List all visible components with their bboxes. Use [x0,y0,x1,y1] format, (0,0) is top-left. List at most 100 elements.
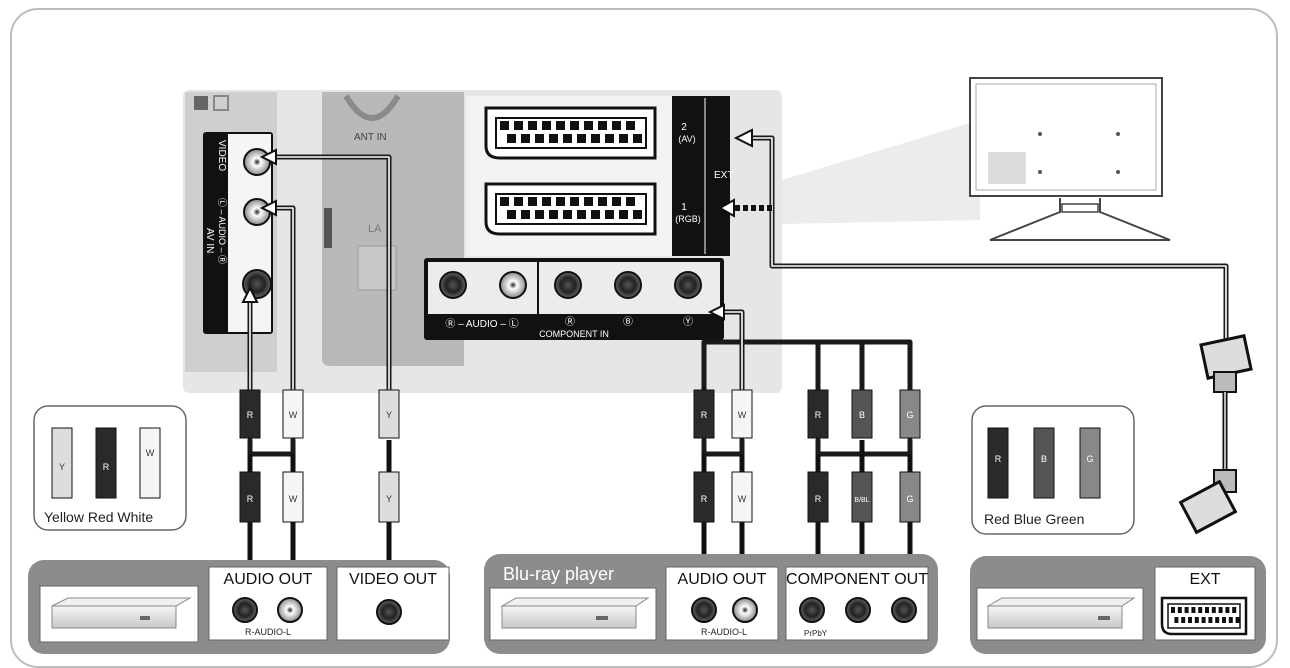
plug-av-white-low: W [282,471,304,523]
plug-comp-pb: B [851,389,873,439]
upper-plug-row: R W Y R W R B G [239,389,921,439]
scart-pin [626,197,635,206]
scart-pin [1222,617,1226,623]
legend-plug-y: Y [59,462,65,472]
scart-pin [591,134,600,143]
plug-av-red: R [239,389,261,439]
scart-pin [612,197,621,206]
scart-pin [563,134,572,143]
legend-plug-g: G [1086,454,1093,464]
device-left-audio-r-jack[interactable] [232,597,258,623]
plug-av-yellow-low: Y [378,471,400,523]
panel-detail [324,208,332,248]
component-pb-jack[interactable] [614,271,642,299]
tv-rear-panel: VIDEO AV IN Ⓛ – AUDIO – Ⓡ ANT IN LA EXT … [183,90,782,393]
scart-pin [570,197,579,206]
blu-ray-player-icon [501,605,637,629]
scart-pin [1232,607,1237,613]
device-middle: Blu-ray player D AUDIO OUT R-AUDIO-L COM… [484,554,938,654]
svg-text:R: R [815,494,822,504]
av-audio-l-jack[interactable] [243,198,271,226]
panel-detail [213,95,229,111]
device-middle-y-jack[interactable] [891,597,917,623]
device-middle-pb-jack[interactable] [845,597,871,623]
scart-pin [633,134,642,143]
scart-pin [556,121,565,130]
device-left-audio-out-label: AUDIO OUT [224,571,313,588]
scart-pin [612,121,621,130]
device-left-video-out-label: VIDEO OUT [349,571,437,588]
ext-column [672,96,730,256]
scart-plug-lower [1178,469,1238,535]
scart-pin [598,121,607,130]
av-splitter [247,437,296,457]
device-middle-audio-l-jack[interactable] [732,597,758,623]
component-in-label: COMPONENT IN [539,329,609,339]
scart-pin [535,134,544,143]
scart-2-label: (AV) [678,134,695,144]
device-right-ext-label: EXT [1189,571,1220,588]
scart-pin [556,197,565,206]
plug-comp-pr-low: R [807,471,829,523]
scart-pin [542,121,551,130]
dvd-player-icon [51,605,177,629]
scart-pin [549,134,558,143]
device-left-audio-out-box [208,566,328,641]
scart-2-connector[interactable] [484,106,657,160]
scart-pin [570,121,579,130]
device-right-scart-port[interactable] [1160,596,1248,636]
svg-text:B/BL: B/BL [854,497,869,504]
scart-pin [1188,617,1192,623]
scart-1-label: (RGB) [675,214,701,224]
component-audio-label: Ⓡ – AUDIO – Ⓛ [445,318,518,330]
component-pb-label: Ⓑ [623,316,633,328]
device-left-audio-l-jack[interactable] [277,597,303,623]
svg-text:R: R [247,410,254,420]
component-audio-splitter [701,437,745,457]
plug-comp-red-low: R [693,471,715,523]
scart-1-connector[interactable] [484,182,657,236]
component-pr-jack[interactable] [554,271,582,299]
component-bundle-top [701,339,913,393]
device-middle-audio-r-jack[interactable] [691,597,717,623]
svg-text:W: W [289,494,298,504]
scart-pin [521,210,530,219]
plug-av-white: W [282,389,304,439]
scart-pin [1228,617,1233,623]
scart-plug-upper [1199,334,1253,470]
svg-text:Y: Y [386,494,392,504]
scart-pin [528,197,537,206]
component-audio-l-jack[interactable] [499,271,527,299]
scart-pin [1194,617,1199,623]
device-left-video-jack[interactable] [376,599,402,625]
scart-pin [626,121,635,130]
device-middle-audio-out-box [665,566,779,641]
av-video-jack[interactable] [243,148,271,176]
component-y-jack[interactable] [674,271,702,299]
scart-pin [507,134,516,143]
scart-pin [584,121,593,130]
lower-plug-row: R W Y R W R B/BL G [239,440,921,560]
device-left: AUDIO OUT R-AUDIO-L VIDEO OUT [28,560,450,654]
device-middle-pr-jack[interactable] [799,597,825,623]
ant-in-connector[interactable] [343,94,401,121]
set-top-box-icon [987,605,1123,629]
zoom-callout [782,120,980,224]
tv-stand [989,198,1171,241]
scart-pin [514,121,523,130]
scart-1-number: 1 [681,202,687,213]
connection-diagram: VIDEO AV IN Ⓛ – AUDIO – Ⓡ ANT IN LA EXT … [28,77,1266,654]
device-middle-audio-out-label: AUDIO OUT [678,571,767,588]
scart-pin [1205,607,1209,613]
plug-comp-y-low: G [899,471,921,523]
scart-pin [1177,607,1182,613]
scart-pin [1208,617,1213,623]
scart-pin [619,210,628,219]
plug-comp-pb-low: B/BL [851,471,873,523]
scart-pin [514,197,523,206]
legend-plug-w: W [146,448,155,458]
av-in-label: AV IN [204,228,215,253]
legend-left: Y R W Yellow Red White [33,405,187,531]
device-middle-audio-sub: R-AUDIO-L [701,627,747,637]
component-audio-r-jack[interactable] [439,271,467,299]
